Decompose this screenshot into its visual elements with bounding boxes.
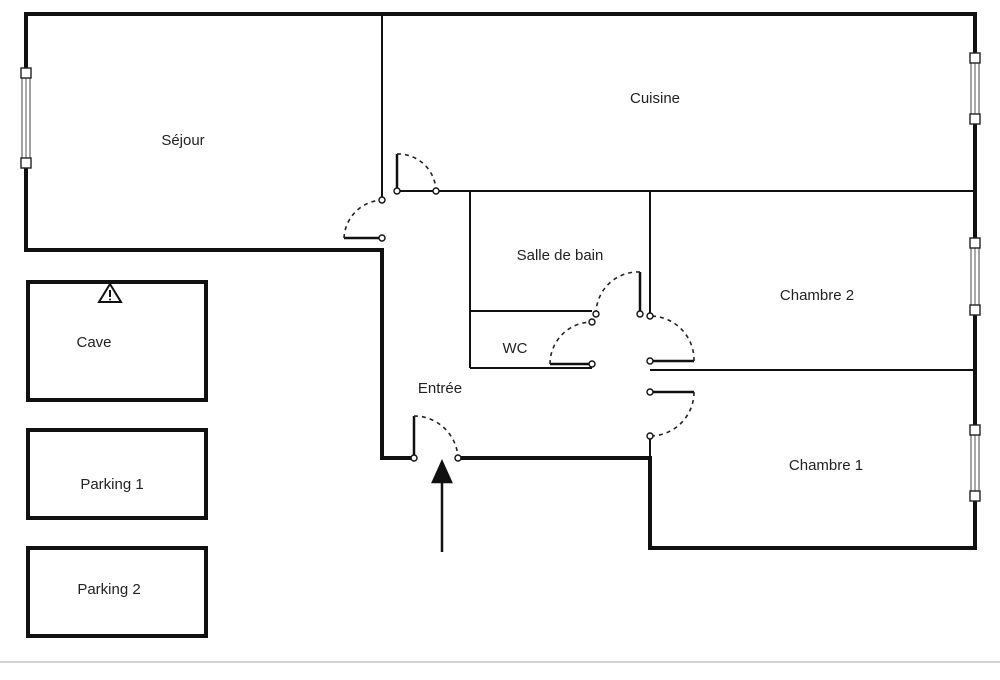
door-cuisine	[393, 153, 440, 195]
annex-label-parking2: Parking 2	[77, 581, 140, 598]
parking1-box	[26, 428, 208, 520]
cave-box	[26, 280, 208, 402]
warning-triangle-icon	[97, 282, 123, 303]
door-chambre1	[646, 388, 695, 440]
window-chambre1	[969, 424, 981, 502]
parking2-box	[26, 546, 208, 638]
annex-label-cave: Cave	[76, 334, 111, 351]
room-label-wc: WC	[503, 340, 528, 357]
door-salle-de-bain	[592, 271, 644, 318]
window-chambre2	[969, 237, 981, 316]
room-label-chambre1: Chambre 1	[789, 457, 863, 474]
room-label-cuisine: Cuisine	[630, 90, 680, 107]
annex-label-parking1: Parking 1	[80, 476, 143, 493]
apartment-walls	[24, 12, 977, 550]
room-label-sejour: Séjour	[161, 132, 204, 149]
room-label-salle-de-bain: Salle de bain	[517, 247, 604, 264]
door-entree	[410, 415, 462, 462]
door-wc	[549, 318, 596, 368]
window-cuisine	[969, 52, 981, 125]
room-label-entree: Entrée	[418, 380, 462, 397]
arrow-up-icon	[431, 458, 453, 552]
window-sejour	[20, 67, 32, 169]
door-chambre2	[646, 312, 695, 365]
room-label-chambre2: Chambre 2	[780, 287, 854, 304]
door-sejour	[343, 196, 386, 242]
